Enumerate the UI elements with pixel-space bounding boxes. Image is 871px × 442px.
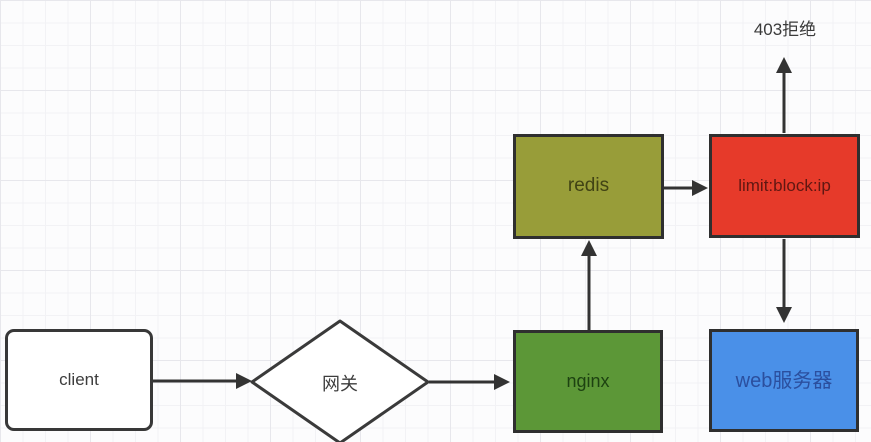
node-nginx-label: nginx (566, 370, 610, 391)
arrow-redis-to-limit (664, 180, 708, 196)
reject-403-label: 403拒绝 (753, 20, 817, 39)
arrow-limit-to-webserver (776, 239, 792, 323)
node-nginx: nginx (513, 330, 663, 433)
node-webserver: web服务器 (709, 329, 859, 432)
node-gateway-label: 网关 (322, 374, 358, 394)
node-limit-block-ip-label: limit:block:ip (738, 175, 831, 195)
node-client: client (5, 329, 153, 431)
node-webserver-label: web服务器 (735, 369, 833, 392)
arrow-gateway-to-nginx (429, 374, 510, 390)
arrow-nginx-to-redis (581, 240, 597, 330)
node-redis-label: redis (567, 175, 610, 197)
gateway-diamond-shape (250, 319, 430, 442)
arrow-client-to-gateway (153, 373, 252, 389)
node-redis: redis (513, 134, 664, 239)
arrow-limit-to-reject (776, 57, 792, 133)
node-limit-block-ip: limit:block:ip (709, 134, 860, 238)
node-client-label: client (59, 369, 99, 389)
